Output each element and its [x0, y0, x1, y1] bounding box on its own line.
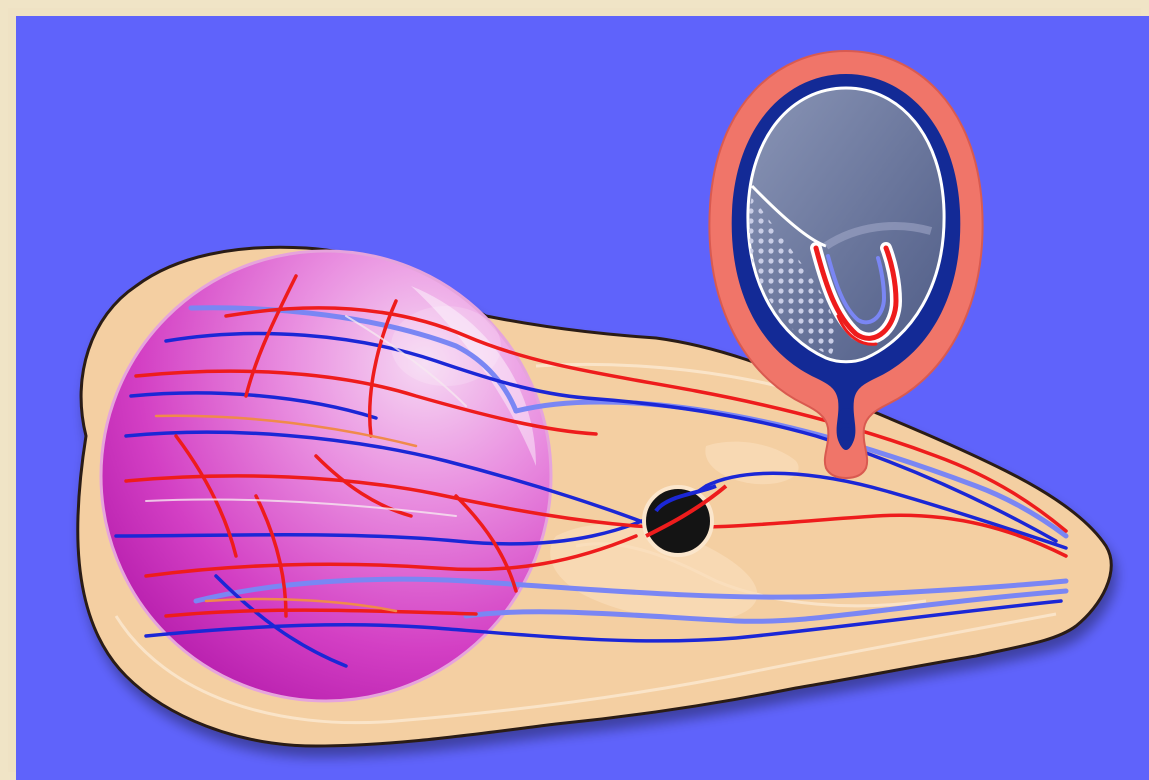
anatomy-illustration	[16, 16, 1149, 780]
cord-bead	[838, 408, 854, 424]
cord-bead	[839, 427, 853, 441]
illustration-canvas	[16, 16, 1149, 780]
